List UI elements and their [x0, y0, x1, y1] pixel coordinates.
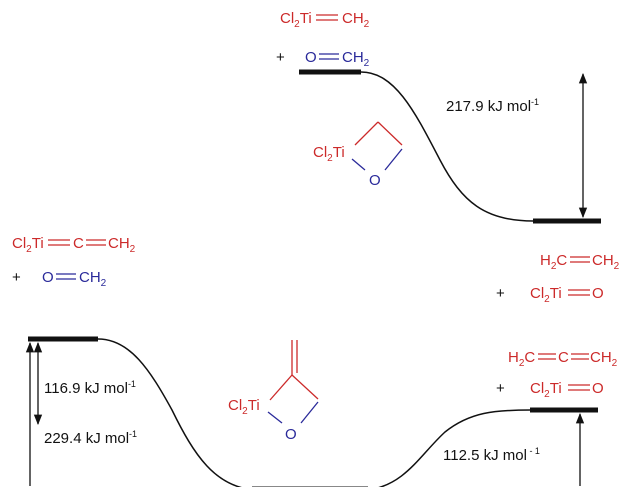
lower-energy-label-2: 229.4 kJ mol-1	[44, 429, 137, 447]
upper-energy-curve	[360, 71, 534, 222]
lower-energy-label-1: 116.9 kJ mol-1	[44, 379, 136, 397]
upper-ring-o: O	[369, 172, 381, 189]
upper-reactant-ti: Cl2Ti	[280, 10, 312, 30]
lower-reactant-o: O	[42, 269, 54, 286]
lower-energy-curve-left	[97, 338, 243, 487]
lower-product-allene-c: C	[558, 349, 569, 366]
lower-energy-label-3: 112.5 kJ mol - 1	[443, 446, 540, 464]
lower-reactant-c: C	[73, 235, 84, 252]
lower-product-ti-oxo: Cl2Ti	[530, 380, 562, 400]
lower-metallacycle: Cl2Ti O	[228, 340, 319, 443]
upper-product-plus: +	[496, 285, 505, 302]
lower-reactant-ti: Cl2Ti	[12, 235, 44, 255]
lower-reactant-o-ch2: CH2	[79, 269, 107, 289]
upper-metallacycle: Cl2Ti O	[313, 121, 403, 189]
lower-product-plus: +	[496, 380, 505, 397]
lower-ring-ti: Cl2Ti	[228, 397, 260, 417]
lower-profile	[25, 336, 598, 487]
upper-reactant-ti-ch2: CH2	[342, 10, 370, 30]
lower-plus: +	[12, 269, 21, 286]
lower-product-allene-ch2: CH2	[590, 349, 618, 369]
upper-plus: +	[276, 49, 285, 66]
upper-profile	[299, 69, 601, 224]
lower-reactant-ch2: CH2	[108, 235, 136, 255]
lower-energy-curve-right	[378, 409, 531, 487]
upper-product-ethylene-ch2: CH2	[592, 252, 620, 272]
upper-product-ti-oxo: Cl2Ti	[530, 285, 562, 305]
upper-ring-ti: Cl2Ti	[313, 144, 345, 164]
lower-product-oxo-o: O	[592, 380, 604, 397]
upper-product-ethylene: H2C	[540, 252, 567, 272]
lower-product-allene: H2C	[508, 349, 535, 369]
upper-reactant-o: O	[305, 49, 317, 66]
upper-energy-label: 217.9 kJ mol-1	[446, 97, 539, 115]
upper-reactant-o-ch2: CH2	[342, 49, 370, 69]
upper-product-oxo-o: O	[592, 285, 604, 302]
lower-ring-o: O	[285, 426, 297, 443]
